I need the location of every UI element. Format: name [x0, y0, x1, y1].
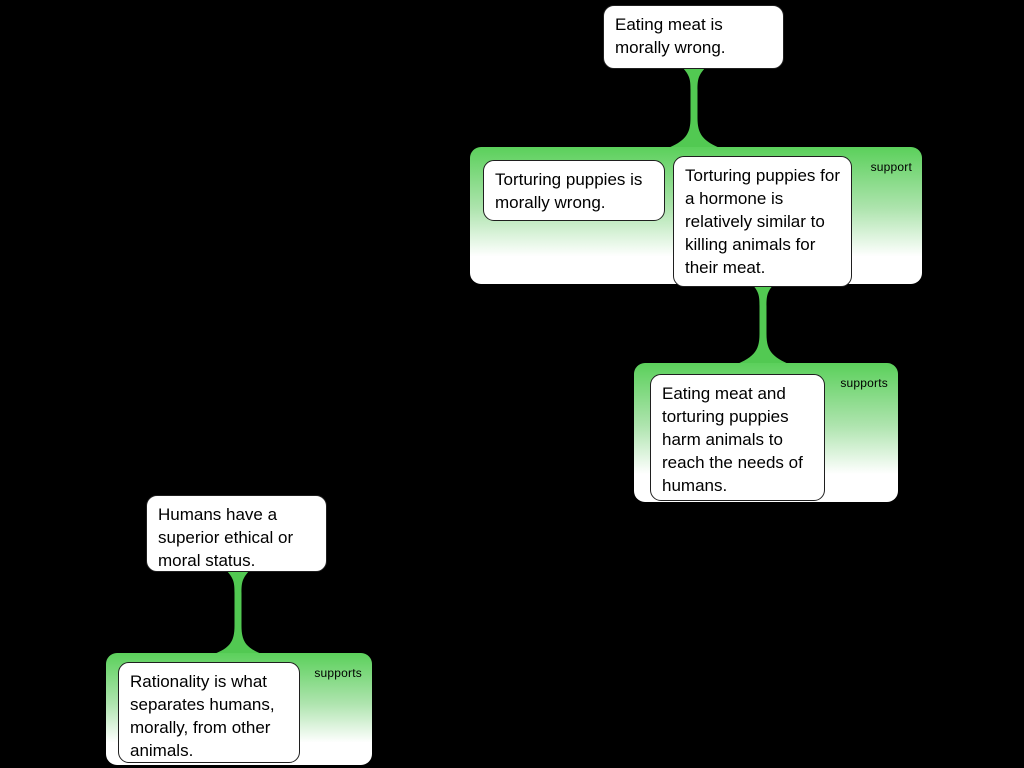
premise-node-harm-animals[interactable]: Eating meat and torturing puppies harm a…	[650, 374, 825, 501]
premise-node-rationality-text: Rationality is what separates humans, mo…	[130, 672, 275, 760]
premise-node-hormone-similarity[interactable]: Torturing puppies for a hormone is relat…	[673, 156, 852, 287]
claim-node-humans-status[interactable]: Humans have a superior ethical or moral …	[146, 495, 327, 572]
claim-node-eating-meat[interactable]: Eating meat is morally wrong.	[603, 5, 784, 69]
connector-claim-to-support-group	[661, 68, 727, 151]
support-group-main-label: support	[870, 160, 912, 174]
connector-humans-to-supports-group	[205, 571, 271, 657]
supports-group-rationality-label: supports	[314, 666, 362, 680]
claim-node-eating-meat-text: Eating meat is morally wrong.	[615, 15, 726, 57]
supports-group-harm-label: supports	[840, 376, 888, 390]
premise-node-hormone-similarity-text: Torturing puppies for a hormone is relat…	[685, 166, 840, 277]
connector-hormone-to-supports-group	[730, 284, 796, 367]
claim-node-humans-status-text: Humans have a superior ethical or moral …	[158, 505, 294, 570]
premise-node-rationality[interactable]: Rationality is what separates humans, mo…	[118, 662, 300, 763]
premise-node-harm-animals-text: Eating meat and torturing puppies harm a…	[662, 384, 803, 495]
premise-node-torturing-wrong-text: Torturing puppies is morally wrong.	[495, 170, 643, 212]
premise-node-torturing-wrong[interactable]: Torturing puppies is morally wrong.	[483, 160, 665, 221]
